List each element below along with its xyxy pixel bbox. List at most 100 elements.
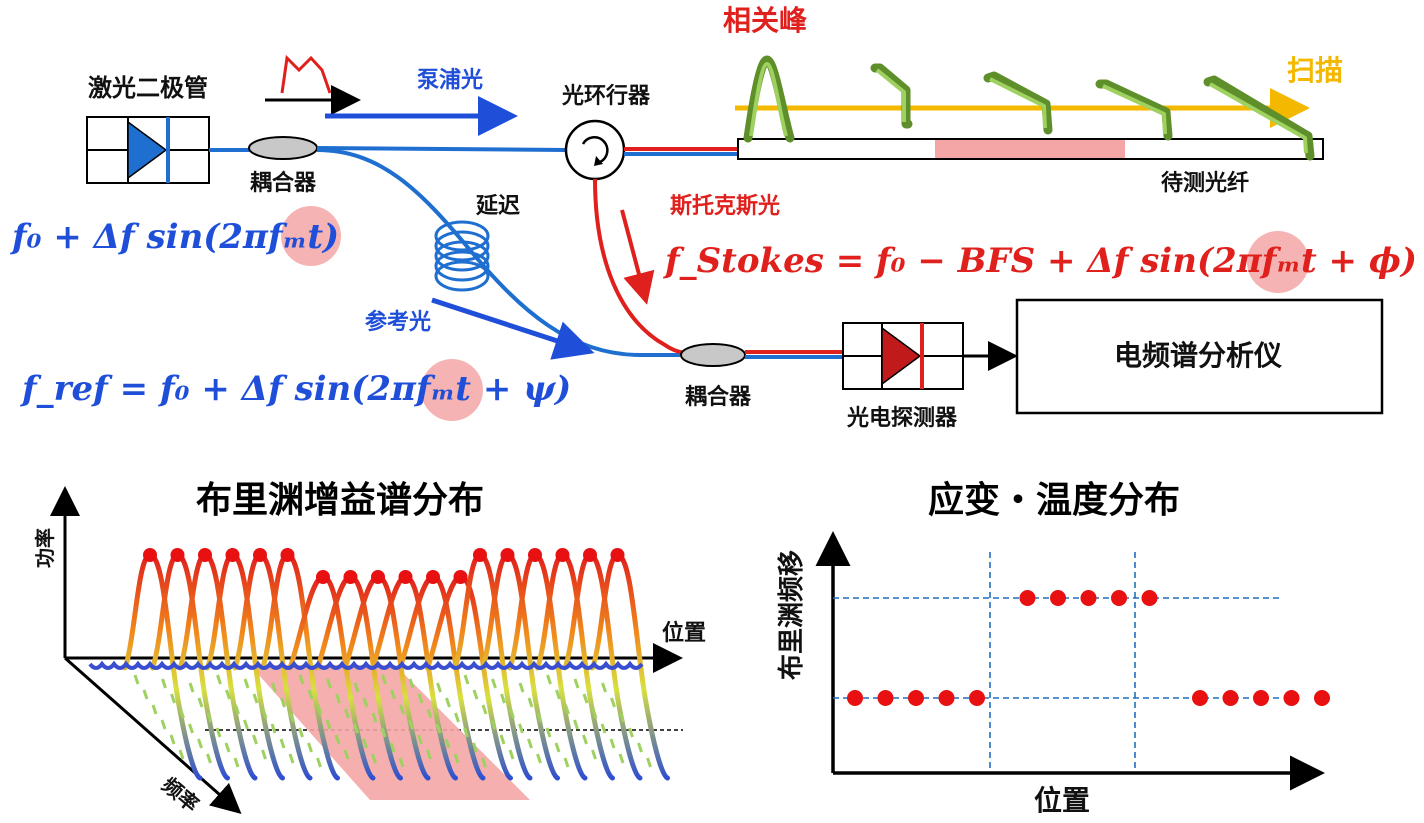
gain-hatch (206, 712, 213, 723)
gain-peak-dot (500, 548, 515, 562)
strain-y-label: 布里渊频移 (777, 550, 807, 680)
gain-hatch (609, 738, 616, 749)
strain-point (908, 690, 924, 706)
gain-hatch (371, 712, 378, 723)
coupler-top-label: 耦合器 (250, 170, 317, 196)
strain-point (1314, 690, 1330, 706)
gain-hatch (408, 678, 415, 689)
gain-hatch (481, 704, 488, 715)
gain-hatch (161, 678, 167, 689)
gain-hatch (169, 734, 176, 745)
gain-hatch (389, 742, 396, 753)
gain-hatch (582, 693, 589, 704)
circulator-label: 光环行器 (561, 83, 651, 109)
gain-hatch (591, 749, 597, 760)
gain-hatch (225, 689, 231, 700)
gain-pink-band (250, 665, 530, 800)
gain-peak-dot (143, 548, 157, 562)
gain-curves (88, 548, 670, 781)
gain-hatch (381, 674, 387, 685)
strain-point (1111, 590, 1127, 606)
gain-hatch (142, 689, 149, 700)
strain-point (1192, 690, 1208, 706)
gain-hatch (344, 708, 350, 719)
gain-hatch (234, 704, 240, 715)
gain-hatch (499, 734, 506, 745)
gain-peak-dot (170, 548, 185, 562)
gain-peak-dot (280, 548, 295, 562)
gain-hatch (454, 712, 460, 723)
gain-hatch (343, 749, 350, 760)
circulator (564, 119, 626, 181)
gain-hatch (508, 749, 515, 760)
gain-hatch (481, 757, 487, 768)
gain-curve (425, 574, 513, 781)
strain-gridlines (833, 552, 1280, 770)
strain-axes (815, 531, 1325, 791)
gain-hatch (307, 689, 314, 700)
gain-hatch (637, 742, 643, 753)
gain-curve (342, 574, 431, 781)
gain-hatch (445, 697, 451, 708)
photodetector (842, 322, 964, 390)
gain-hatch (307, 742, 313, 753)
gain-hatch (289, 712, 295, 723)
gain-hatch (408, 719, 414, 730)
strain-point (938, 690, 955, 706)
gain-hatch (298, 674, 305, 685)
gain-hatch (509, 708, 515, 719)
gain-peak-dot (583, 548, 597, 562)
gain-hatch (472, 742, 478, 753)
reference-frequency-equation: f_ref = f₀ + Δf sin(2πfₘt + ψ) (20, 369, 571, 409)
gain-hatch (261, 749, 267, 760)
gain-hatch (472, 689, 479, 700)
gain-hatch (178, 749, 185, 760)
gain-hatch (243, 719, 249, 730)
gain-peak-dot (426, 570, 440, 584)
strain-x-label: 位置 (1034, 784, 1090, 817)
gain-hatch (555, 689, 561, 700)
esa-label: 电频谱分析仪 (1114, 339, 1283, 372)
gain-hatch (298, 727, 304, 738)
gain-hatch (518, 682, 525, 693)
gain-panel-title: 布里渊增益谱分布 (196, 480, 484, 521)
gain-peak-dot (398, 570, 413, 584)
gain-hatch (554, 742, 561, 753)
gain-hatch (399, 704, 405, 715)
gain-hatch (206, 753, 212, 764)
gain-hatch (216, 674, 222, 685)
strain-point (877, 690, 894, 706)
gain-hatch (335, 693, 341, 704)
gain-hatch (224, 742, 231, 753)
correlation-peaks (743, 55, 1315, 161)
gain-peak-dot (610, 548, 625, 562)
gain-hatch (326, 678, 332, 689)
gain-hatch (279, 738, 286, 749)
strain-point (847, 690, 863, 706)
gain-hatch (601, 682, 607, 693)
gain-hatch (170, 693, 176, 704)
gain-curve (315, 574, 403, 781)
gain-hatch (417, 734, 423, 745)
gain-hatch (233, 757, 240, 768)
stokes-arrow (620, 209, 655, 305)
gain-curve (397, 574, 486, 781)
gain-hatch (444, 738, 451, 749)
gain-hatch (151, 704, 158, 715)
gain-hatch (500, 693, 506, 704)
gain-hatch (197, 738, 203, 749)
stokes-frequency-equation: f_Stokes = f₀ − BFS + Δf sin(2πfₘt + ϕ) (663, 241, 1417, 281)
gain-hatch (270, 723, 277, 734)
gain-hatch (380, 727, 387, 738)
gain-hatch (545, 727, 552, 738)
gain-hatch (280, 697, 286, 708)
gain-hatch (353, 723, 359, 734)
gain-hatch (417, 693, 424, 704)
gain-hatch (197, 697, 204, 708)
reference-arrow (431, 297, 595, 360)
coupler-top (248, 136, 318, 160)
gain-hatch (252, 734, 258, 745)
strain-point (1222, 690, 1239, 706)
gain-hatch (371, 753, 377, 764)
gain-hatch (188, 723, 194, 734)
